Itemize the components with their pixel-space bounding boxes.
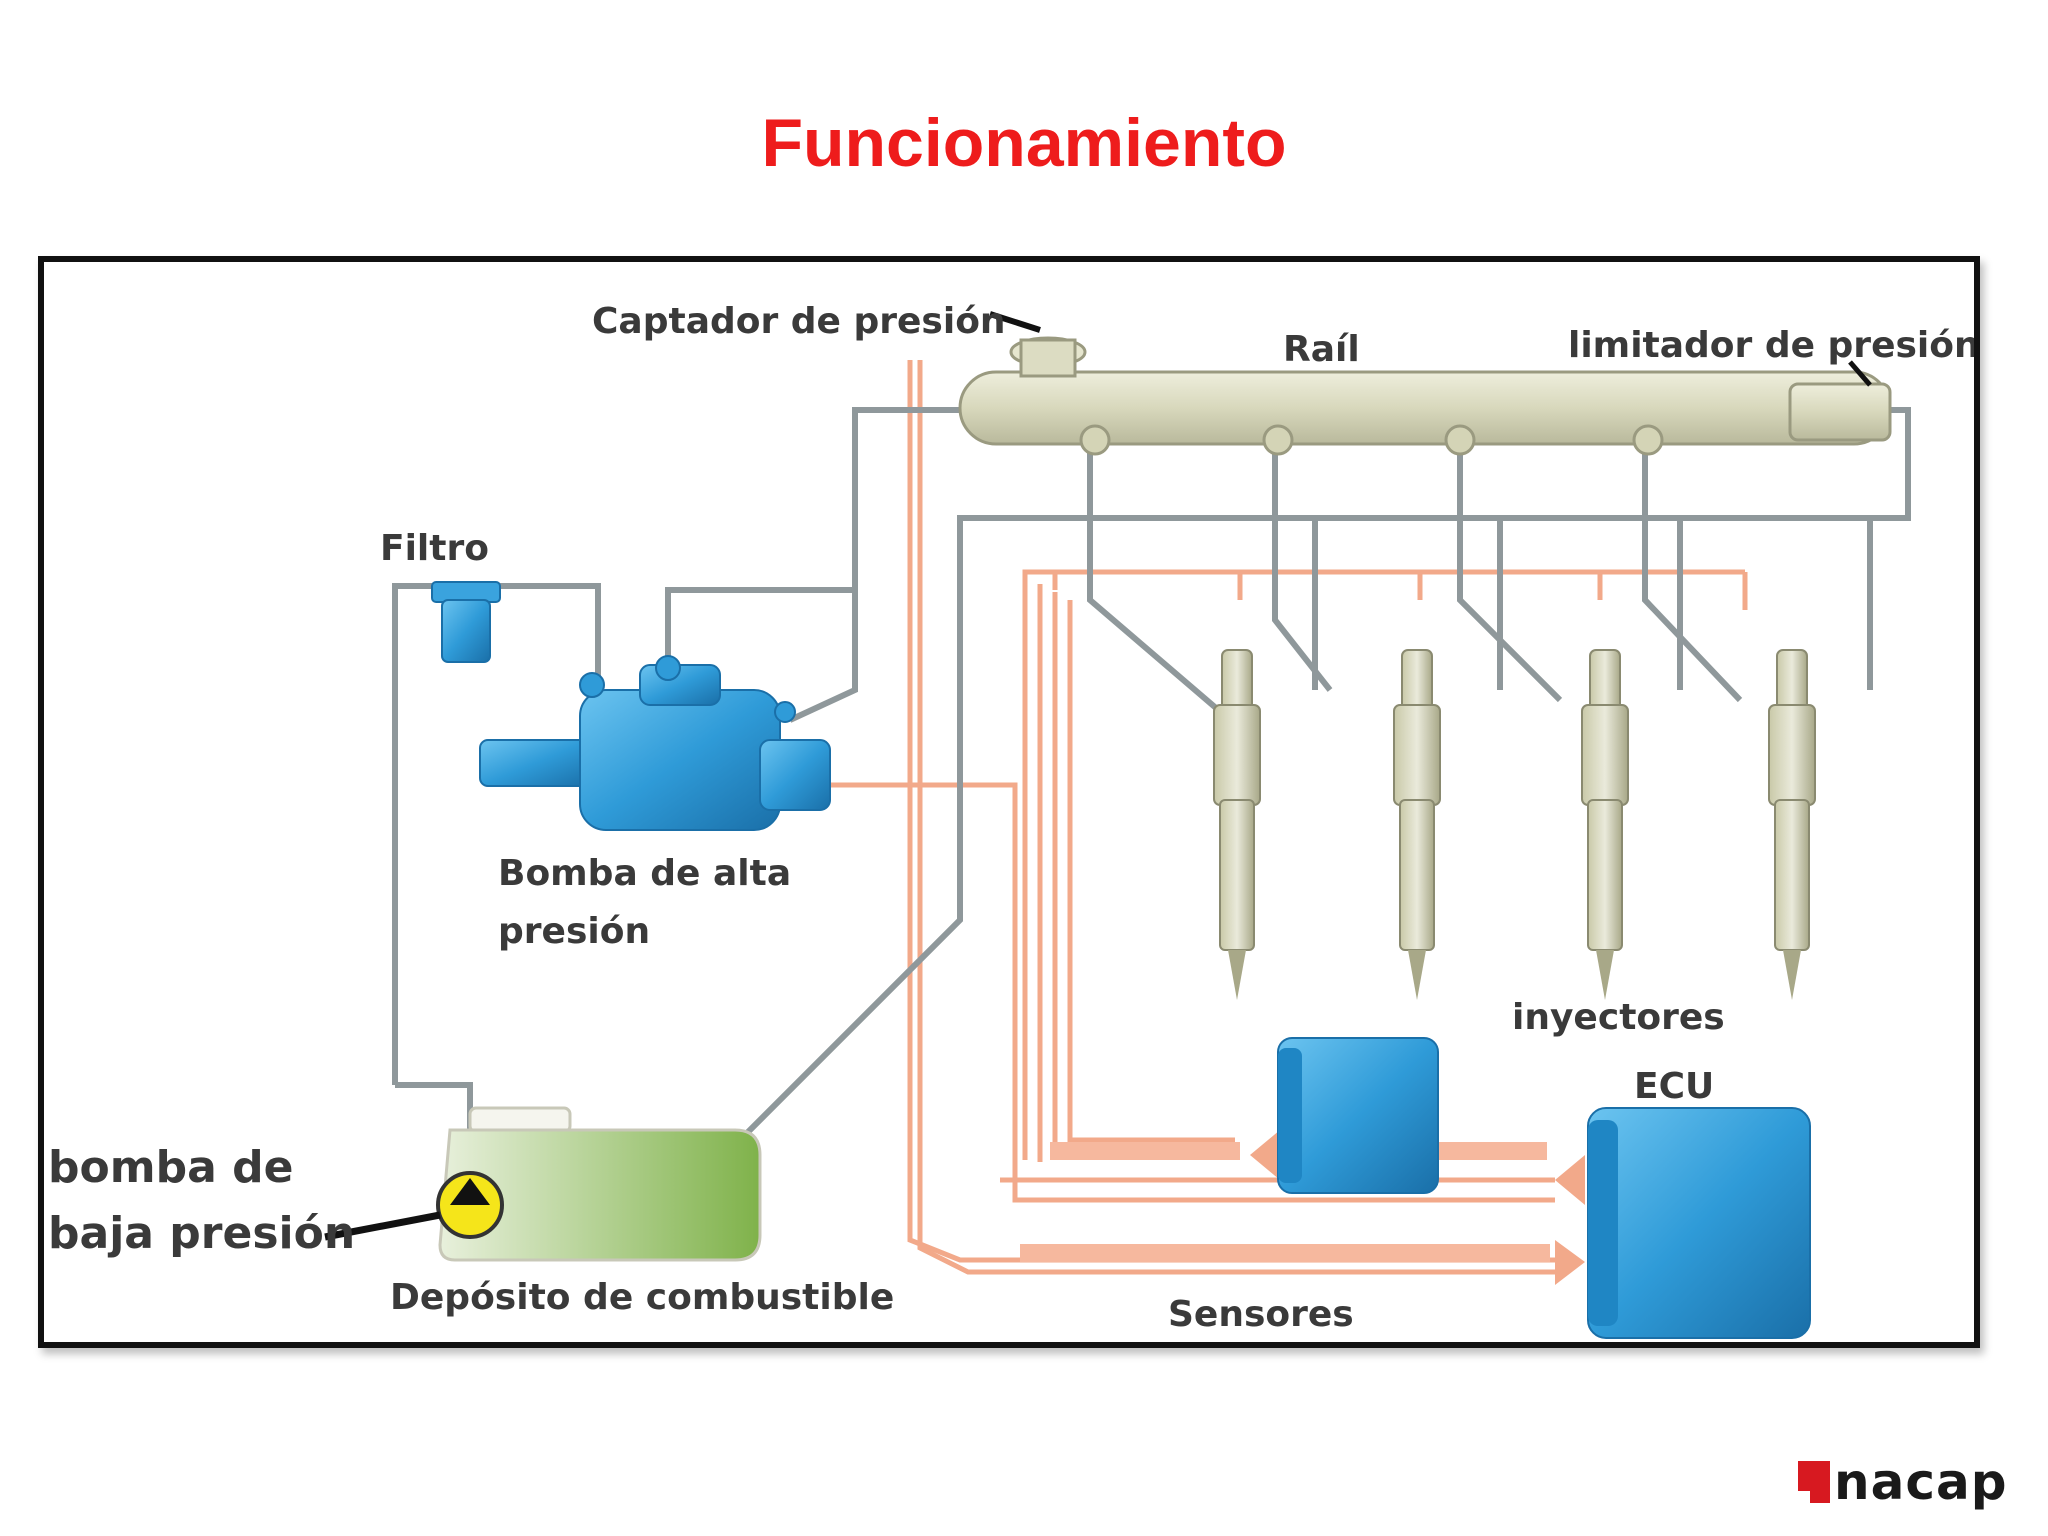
injector-1 (1213, 649, 1261, 1000)
label-captador: Captador de presión (592, 301, 1006, 342)
logo-text: nacap (1834, 1453, 2008, 1511)
inacap-logo: nacap (1798, 1452, 2008, 1512)
label-sensores: Sensores (1168, 1294, 1354, 1335)
injector-2 (1393, 649, 1441, 1000)
signal-band-1 (1050, 1142, 1240, 1160)
signal-arrow-tank (1250, 1130, 1280, 1180)
label-bomba-baja-2: baja presión (48, 1208, 355, 1259)
label-bomba-alta-2: presión (498, 911, 650, 952)
ecu-box (1587, 1107, 1811, 1339)
injector-3 (1581, 649, 1629, 1000)
fuel-tank (438, 1106, 762, 1262)
rail (958, 336, 1892, 456)
logo-mark (1798, 1461, 1830, 1503)
common-rail-diagram: Captador de presión Raíl limitador de pr… (48, 301, 1974, 1339)
signal-arrow-ecu-2 (1555, 1240, 1585, 1285)
diagram-frame: Captador de presión Raíl limitador de pr… (38, 256, 1980, 1348)
signal-band-3 (1020, 1244, 1550, 1262)
label-inyectores: inyectores (1512, 997, 1725, 1038)
sensor-unit-box (1277, 1037, 1439, 1194)
label-bomba-baja-1: bomba de (48, 1142, 293, 1193)
label-rail: Raíl (1283, 329, 1360, 370)
label-deposito: Depósito de combustible (390, 1277, 894, 1318)
slide-title: Funcionamiento (761, 105, 1287, 181)
limitador-leader (1848, 360, 1872, 387)
signal-arrow-ecu-1 (1555, 1155, 1585, 1205)
label-ecu: ECU (1634, 1066, 1714, 1107)
high-pressure-pump (479, 655, 831, 831)
low-pressure-pump (324, 1171, 504, 1241)
injector-4 (1768, 649, 1816, 1000)
label-limitador: limitador de presión (1568, 325, 1974, 366)
signal-band-2 (1435, 1142, 1547, 1160)
label-filtro: Filtro (380, 528, 489, 569)
label-bomba-alta-1: Bomba de alta (498, 853, 791, 894)
filter (431, 581, 501, 663)
captador-leader (989, 311, 1041, 333)
